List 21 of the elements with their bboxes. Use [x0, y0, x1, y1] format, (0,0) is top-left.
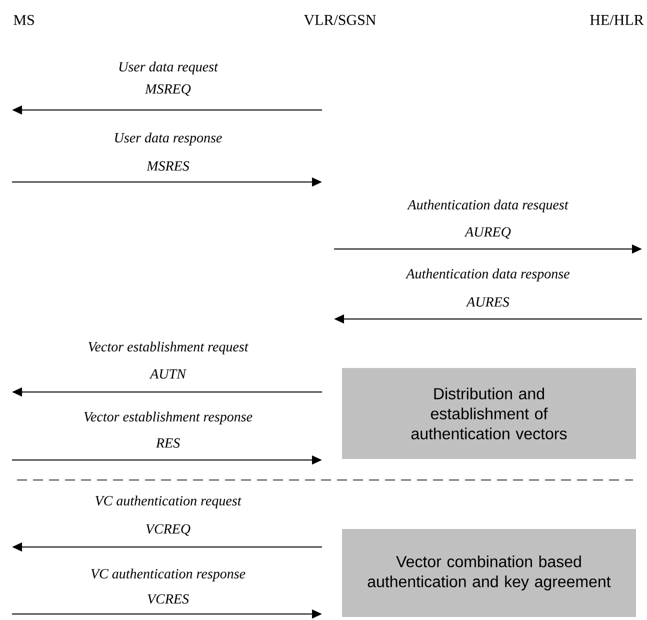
message-label: Vector establishment response	[84, 412, 252, 424]
message-code: MSREQ	[144, 84, 191, 96]
participant-label: MS	[14, 14, 34, 26]
message-label: User data request	[119, 62, 218, 74]
message-code: AUTN	[149, 369, 187, 379]
message-code: AURES	[466, 297, 510, 307]
message-code: RES	[156, 438, 180, 448]
message-label: User data response	[115, 132, 222, 146]
message-label: Authentication data resquest	[407, 200, 569, 212]
message-label: VC authentication request	[96, 496, 242, 508]
message-code: VCREQ	[146, 524, 190, 536]
message-label: Authentication data response	[405, 268, 570, 282]
message-label: VC authentication response	[91, 568, 246, 582]
participant-label: HE/HLR	[590, 14, 644, 25]
message-label: Vector establishment request	[88, 342, 249, 354]
phase-box: Vector combination based authentication and key agreement	[342, 529, 636, 617]
message-code: AUREQ	[464, 227, 511, 239]
phase-box: Distribution and establishment of authentication vectors	[342, 368, 636, 459]
message-code: MSRES	[146, 161, 190, 171]
message-code: VCRES	[148, 594, 189, 604]
participant-label: VLR/SGSN	[304, 14, 376, 26]
